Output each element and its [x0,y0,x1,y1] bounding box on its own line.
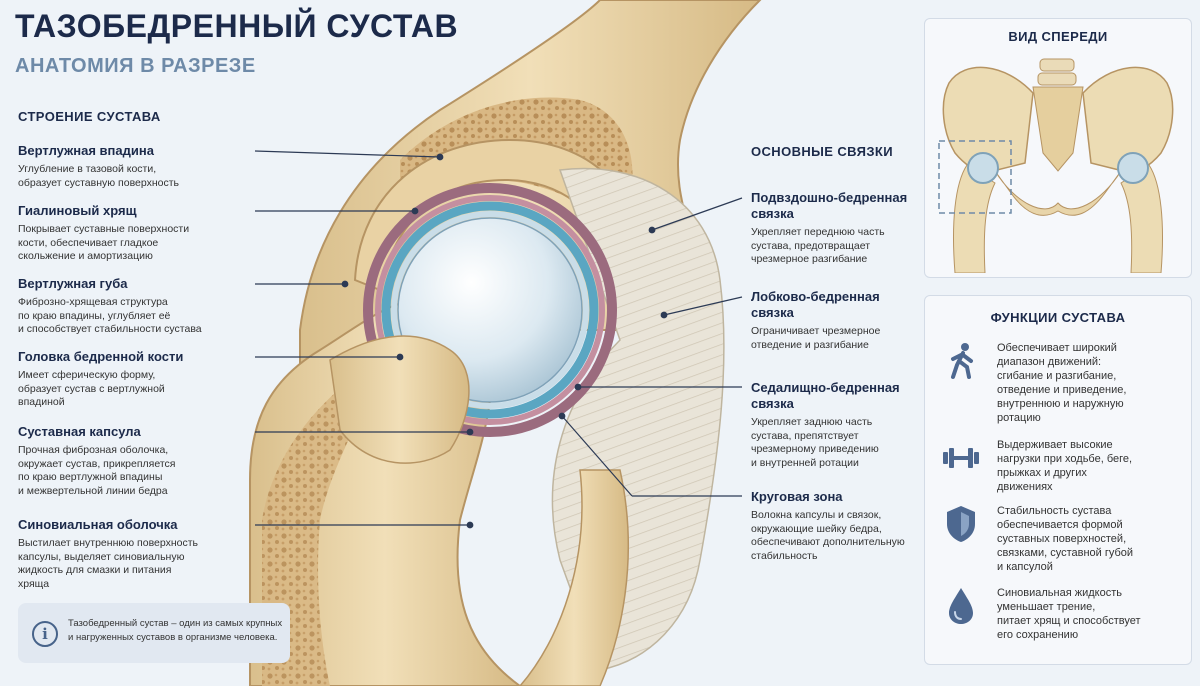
structure-item-desc: Фиброзно-хрящевая структура по краю впад… [18,296,202,335]
front-view-panel: ВИД СПЕРЕДИ [924,18,1192,278]
structure-item-name: Вертлужная губа [18,276,128,291]
structure-item-name: Головка бедренной кости [18,349,184,364]
page-subtitle: АНАТОМИЯ В РАЗРЕЗЕ [15,55,256,77]
structure-item-desc: Углубление в тазовой кости, образует сус… [18,163,180,189]
ligament-item-name: Подвздошно-бедренная связка [751,190,908,221]
function-text: Стабильность сустава обеспечивается форм… [997,505,1134,573]
ligament-item-zona-orbicularis: Круговая зона Волокна капсулы и связок, … [751,489,921,563]
function-text: Выдерживает высокие нагрузки при ходьбе,… [997,439,1133,493]
ligaments-heading: ОСНОВНЫЕ СВЯЗКИ [751,144,894,159]
lesser-trochanter [519,469,629,686]
structure-item-desc: Имеет сферическую форму, образует сустав… [18,369,165,408]
function-text: Обеспечивает широкий диапазон движений: … [997,342,1127,424]
pelvis-front-illustration [938,58,1174,273]
structure-item-desc: Выстилает внутреннюю поверхность капсулы… [18,537,199,590]
function-text: Синовиальная жидкость уменьшает трение, … [997,587,1141,641]
capsule-ring [363,183,617,437]
functions-panel: ФУНКЦИИ СУСТАВА Обеспечивает широкий диа… [924,295,1192,665]
shield-icon [947,506,975,542]
dumbbell-icon [943,448,979,468]
structure-item-name: Синовиальная оболочка [18,517,178,532]
ligament-item-desc: Волокна капсулы и связок, окружающие шей… [751,509,905,562]
info-icon: i [32,621,58,647]
drop-icon [949,588,973,624]
structure-item-femoral-head: Головка бедренной кости Имеет сферическу… [18,349,248,410]
cartilage-ring [391,211,589,409]
ligament-item-pubofemoral: Лобково-бедренная связка Ограничивает чр… [751,289,921,352]
walking-person-icon [951,343,973,379]
structure-item-name: Суставная капсула [18,424,141,439]
ligament-item-name: Лобково-бедренная связка [751,289,880,320]
ligament-item-name: Седалищно-бедренная связка [751,380,900,411]
ligament-item-desc: Укрепляет переднюю часть сустава, предот… [751,226,885,265]
structure-item-name: Вертлужная впадина [18,143,154,158]
femur-spongy [262,370,380,686]
structure-item-synovial: Синовиальная оболочка Выстилает внутренн… [18,517,248,591]
femoral-neck [329,335,470,464]
structure-item-name: Гиалиновый хрящ [18,203,137,218]
structure-item-capsule: Суставная капсула Прочная фиброзная обол… [18,424,248,498]
structure-item-desc: Покрывает суставные поверхности кости, о… [18,223,190,262]
synovial-ring [375,195,605,425]
front-view-heading: ВИД СПЕРЕДИ [1008,29,1108,44]
ligament-item-ischiofemoral: Седалищно-бедренная связка Укрепляет зад… [751,380,921,470]
info-note-text: Тазобедренный сустав – один из самых кру… [68,618,283,643]
functions-heading: ФУНКЦИИ СУСТАВА [990,310,1126,325]
ligament-item-name: Круговая зона [751,489,843,504]
ligament-item-desc: Ограничивает чрезмерное отведение и разг… [751,325,881,351]
structure-item-labrum: Вертлужная губа Фиброзно-хрящевая структ… [18,276,248,337]
structure-item-desc: Прочная фиброзная оболочка, окружает сус… [18,444,176,497]
ligament-item-desc: Укрепляет заднюю часть сустава, препятст… [751,416,879,469]
info-note: i Тазобедренный сустав – один из самых к… [18,603,290,663]
page-title: ТАЗОБЕДРЕННЫЙ СУСТАВ [15,8,459,44]
structure-item-cartilage: Гиалиновый хрящ Покрывает суставные пове… [18,203,248,264]
ligament-item-iliofemoral: Подвздошно-бедренная связка Укрепляет пе… [751,190,921,267]
fluid-ring [381,201,599,419]
structure-heading: СТРОЕНИЕ СУСТАВА [18,109,161,124]
structure-item-acetabulum: Вертлужная впадина Углубление в тазовой … [18,143,248,190]
